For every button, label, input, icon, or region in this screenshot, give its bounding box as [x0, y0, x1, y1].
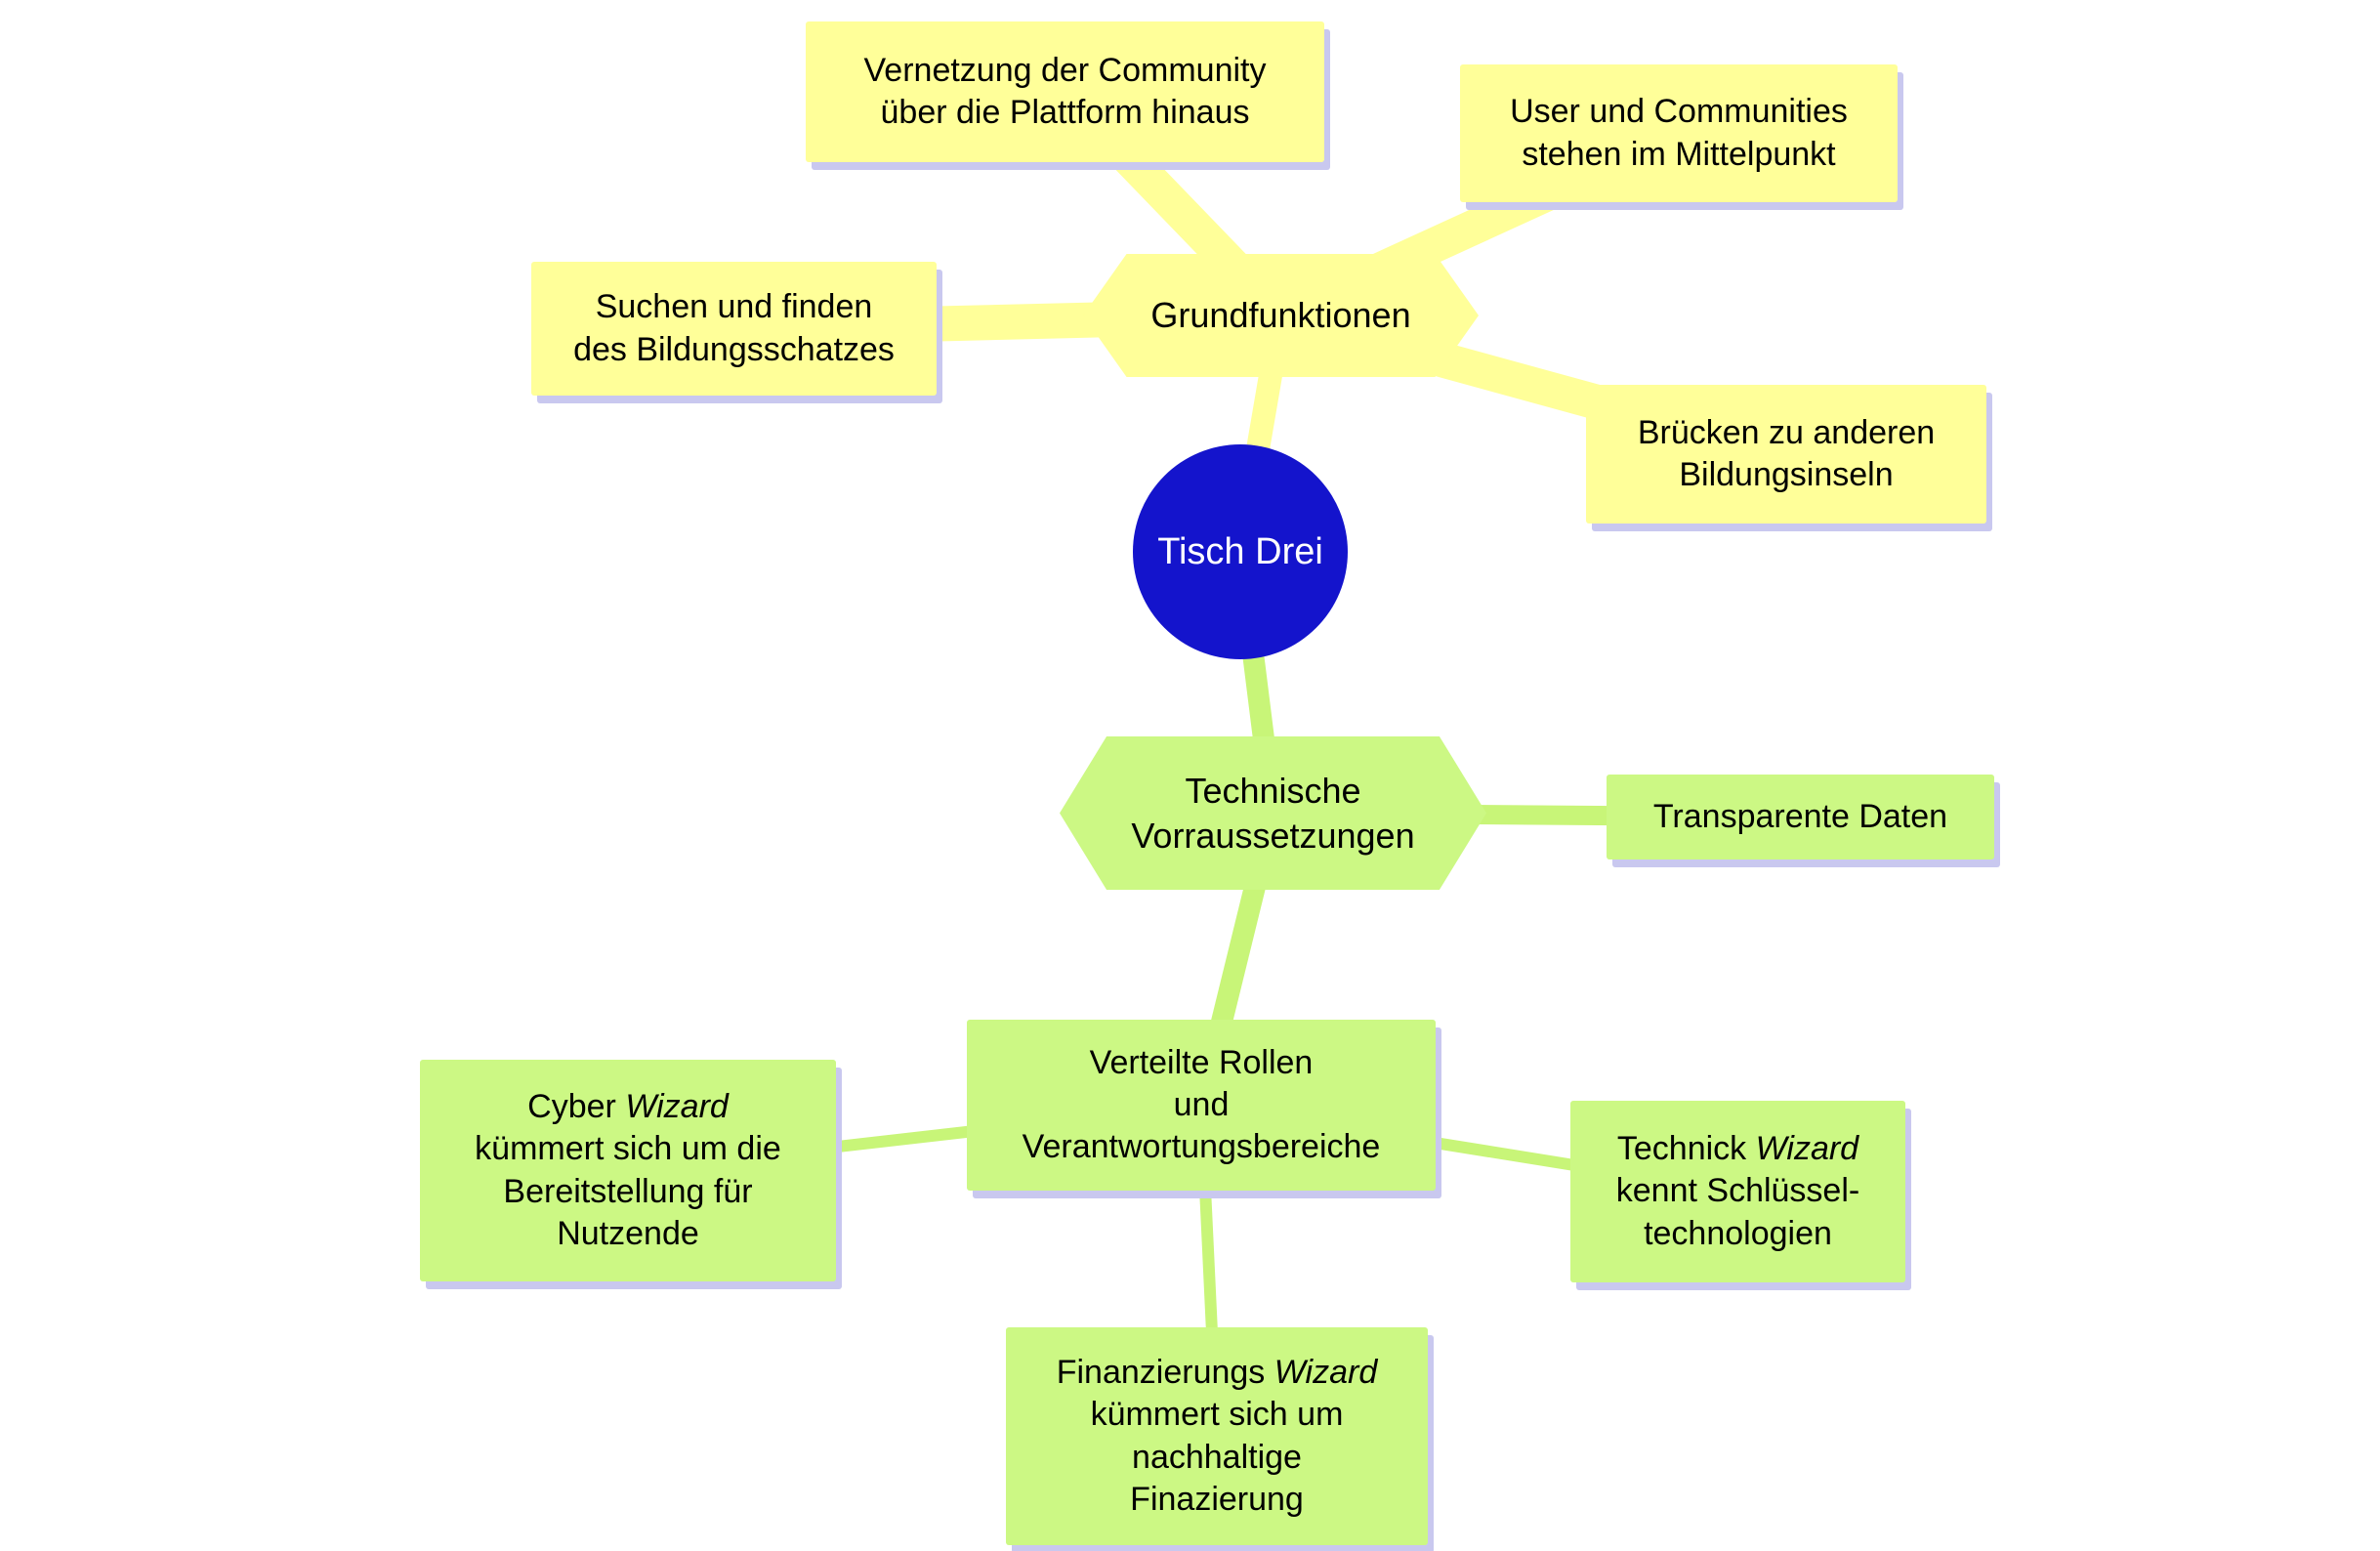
node-grundfunktionen[interactable]: Grundfunktionen — [1083, 254, 1479, 377]
node-tisch-drei[interactable]: Tisch Drei — [1133, 444, 1348, 659]
node-grundfunktionen-label: Grundfunktionen — [1150, 295, 1411, 336]
node-transparente-daten-label: Transparente Daten — [1652, 797, 1948, 835]
node-transparente-daten[interactable]: Transparente Daten — [1607, 775, 1994, 859]
node-tisch-drei-label: Tisch Drei — [1157, 530, 1323, 572]
